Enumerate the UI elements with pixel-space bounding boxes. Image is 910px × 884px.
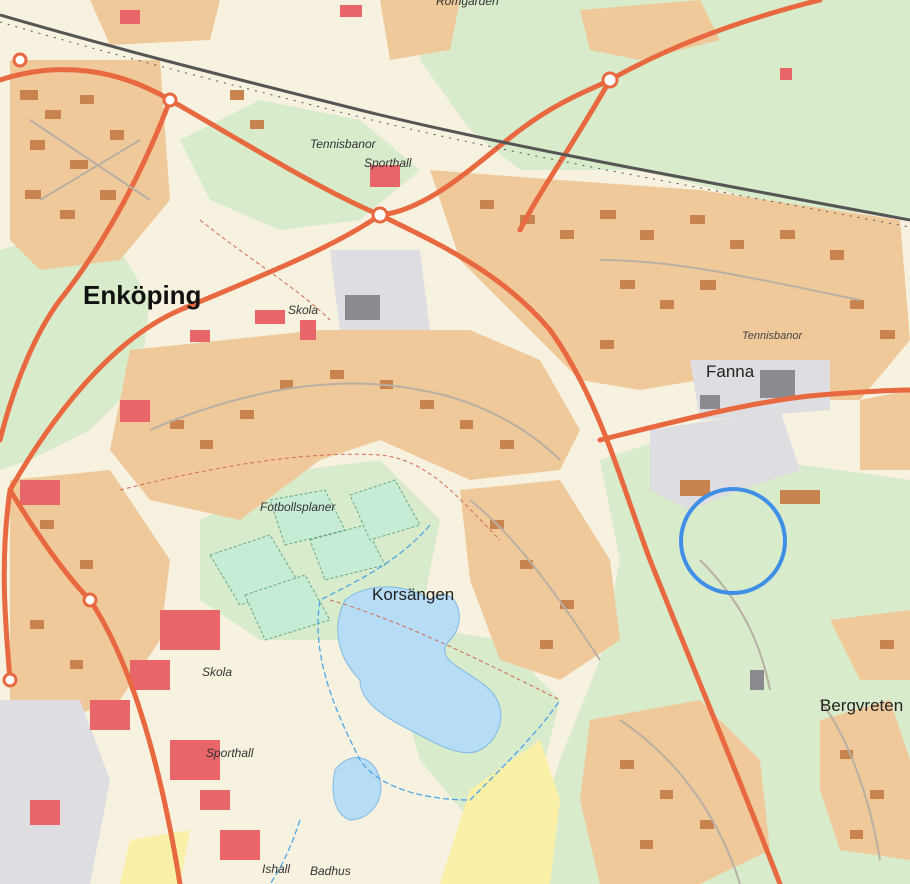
location-marker-circle[interactable] (679, 487, 787, 595)
water-bodies (332, 586, 502, 821)
label-fotbollsplaner: Fotbollsplaner (260, 500, 336, 514)
railway-ticks (0, 21, 910, 228)
label-town: Enköping (83, 280, 202, 310)
label-bergvreten: Bergvreten (820, 696, 904, 715)
grey-buildings (345, 295, 795, 690)
railway (0, 13, 910, 222)
label-sporthall-bottom: Sporthall (206, 746, 254, 760)
public-buildings (20, 5, 792, 860)
label-tennisbanor-right: Tennisbanor (742, 330, 803, 342)
label-sporthall-top: Sporthall (364, 156, 412, 170)
label-fanna: Fanna (706, 362, 755, 381)
waterways (269, 524, 561, 884)
label-tennisbanor-top: Tennisbanor (310, 137, 376, 151)
label-badhus: Badhus (310, 864, 351, 878)
label-top-edge: Romgarden (436, 0, 499, 8)
minor-roads (29, 119, 881, 884)
footpaths (119, 219, 561, 701)
roundabouts (2, 52, 619, 688)
sports-fields (209, 479, 421, 641)
label-korsangen: Korsängen (372, 585, 455, 604)
label-skola-top: Skola (288, 303, 319, 317)
label-ishall: Ishall (262, 862, 291, 876)
label-skola-bottom: Skola (202, 665, 233, 679)
